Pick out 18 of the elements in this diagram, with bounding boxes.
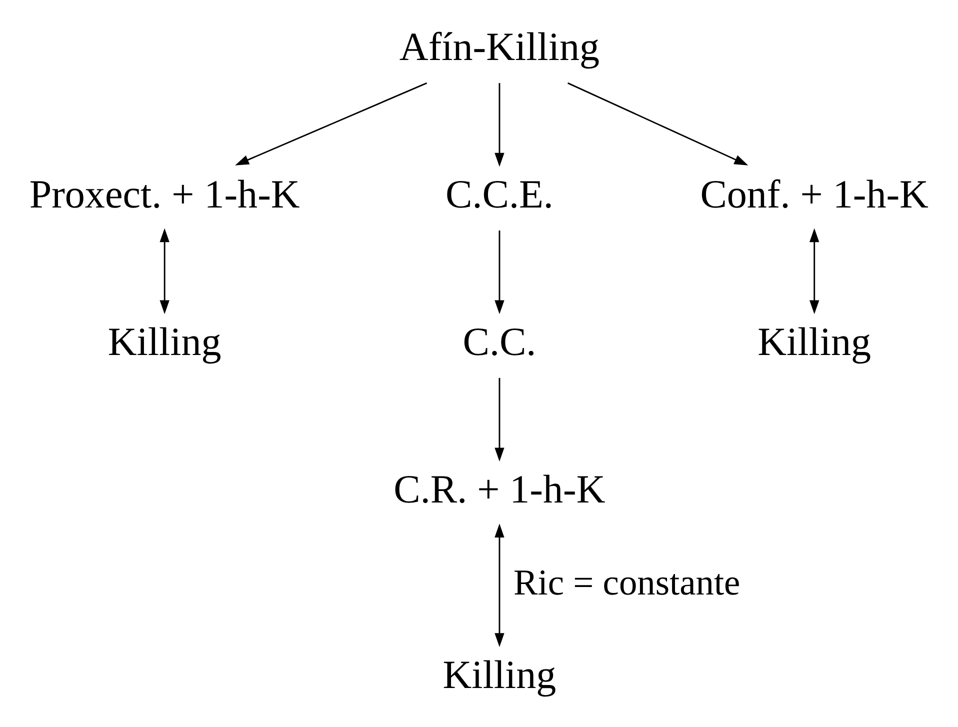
arrow — [494, 377, 504, 462]
arrow — [160, 228, 170, 314]
arrow — [494, 82, 504, 166]
node-text: C.R. + 1-h-K — [394, 466, 606, 512]
arrow — [494, 523, 504, 646]
node-text: Killing — [442, 652, 556, 697]
arrow — [494, 230, 504, 314]
arrow — [568, 82, 748, 165]
arrow — [810, 228, 820, 314]
node-text: C.C. — [462, 318, 536, 364]
node-text: Afín-Killing — [399, 24, 600, 69]
node-text: Killing — [108, 318, 222, 364]
edge-label: Ric = constante — [514, 562, 740, 602]
node-text: Conf. + 1-h-K — [700, 171, 928, 216]
node-text: C.C.E. — [446, 171, 554, 216]
arrow — [235, 82, 428, 165]
node-text: Proxect. + 1-h-K — [29, 171, 300, 216]
node-text: Killing — [758, 318, 872, 364]
